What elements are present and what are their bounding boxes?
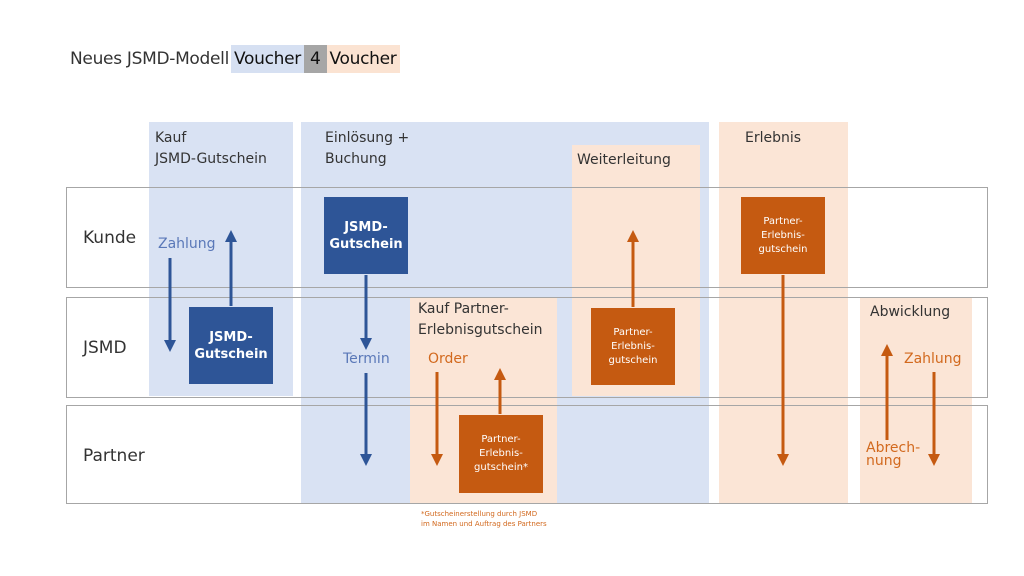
- col-label-einloesung: Einlösung + Buchung: [325, 130, 410, 167]
- col-label-abwicklung: Abwicklung: [870, 304, 951, 320]
- row-kunde: [66, 187, 988, 288]
- row-label-partner: Partner: [83, 446, 145, 466]
- row-label-jsmd: JSMD: [83, 338, 127, 358]
- page-title: Neues JSMD-Modell Voucher 4 Voucher: [70, 44, 400, 74]
- title-four: 4: [304, 45, 327, 73]
- title-voucher-right: Voucher: [326, 45, 400, 73]
- col-label-kauf-partner: Kauf Partner- Erlebnisgutschein: [418, 301, 543, 338]
- partner-erlebnisgutschein-box-weiterleitung: Partner- Erlebnis- gutschein: [591, 308, 675, 385]
- label-zahlung-kunde: Zahlung: [158, 236, 216, 252]
- col-label-weiterleitung: Weiterleitung: [577, 152, 671, 168]
- title-prefix: Neues JSMD-Modell: [70, 49, 230, 69]
- partner-erlebnisgutschein-box-partner: Partner- Erlebnis- gutschein*: [459, 415, 543, 493]
- jsmd-gutschein-box-kunde: JSMD- Gutschein: [324, 197, 408, 274]
- label-termin: Termin: [343, 351, 390, 367]
- row-label-kunde: Kunde: [83, 228, 137, 248]
- row-partner: [66, 405, 988, 504]
- label-abrechnung: Abrech- nung: [866, 440, 921, 469]
- jsmd-gutschein-box-jsmd: JSMD- Gutschein: [189, 307, 273, 384]
- col-label-erlebnis: Erlebnis: [745, 130, 802, 146]
- partner-erlebnisgutschein-box-kunde: Partner- Erlebnis- gutschein: [741, 197, 825, 274]
- title-voucher-left: Voucher: [231, 45, 305, 73]
- footnote: *Gutscheinerstellung durch JSMD im Namen…: [421, 510, 547, 528]
- row-jsmd: [66, 297, 988, 398]
- label-order: Order: [428, 351, 468, 367]
- label-zahlung-abwicklung: Zahlung: [904, 351, 962, 367]
- band-abwicklung: [860, 297, 972, 504]
- col-label-kauf: Kauf JSMD-Gutschein: [155, 130, 267, 167]
